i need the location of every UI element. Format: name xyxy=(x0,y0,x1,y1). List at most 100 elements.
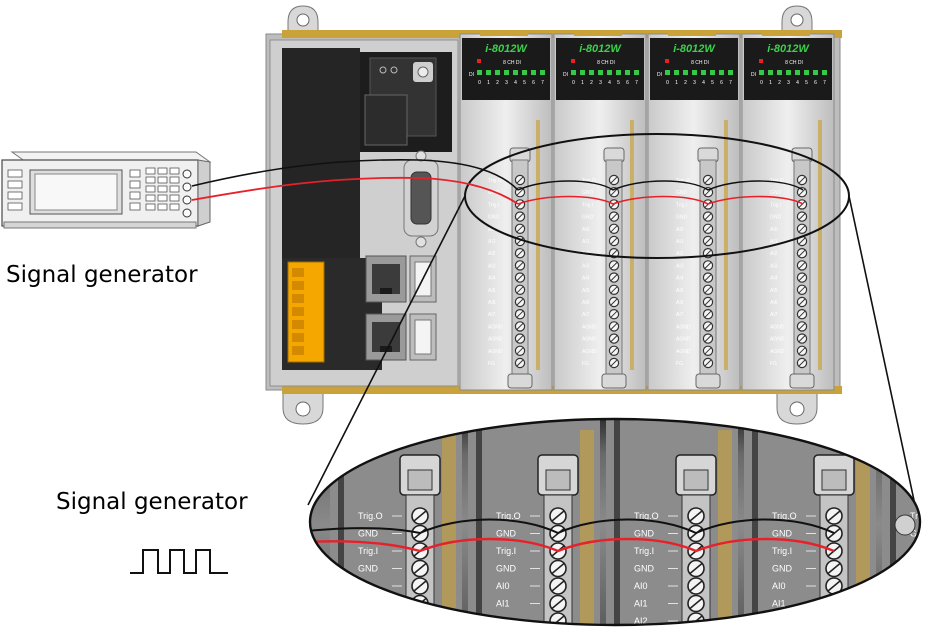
terminal-label: AI6 xyxy=(488,300,496,306)
di-led xyxy=(674,70,679,75)
di-led xyxy=(822,70,827,75)
zoom-terminal-label: Trig.I xyxy=(496,546,516,556)
di-led xyxy=(513,70,518,75)
zoom-terminal-screw xyxy=(411,612,429,625)
terminal-label: AGND xyxy=(770,337,785,343)
module-title: i-8012W xyxy=(673,43,716,55)
terminal-label: AI6 xyxy=(582,300,590,306)
zoom-terminal-label: Trig.I xyxy=(910,546,926,556)
ground-cable xyxy=(191,158,519,191)
terminal-label: AI7 xyxy=(488,312,496,318)
di-led xyxy=(692,70,697,75)
zoom-terminal-label: AI0 xyxy=(772,581,786,591)
status-led xyxy=(477,59,481,63)
terminal-label: AGND xyxy=(676,349,691,355)
generator-cables xyxy=(191,158,519,205)
led-side-label: DI xyxy=(657,72,662,78)
terminal-label: Trig.I xyxy=(770,202,781,208)
terminal-label: AI1 xyxy=(676,239,684,245)
terminal-label: AI2 xyxy=(676,251,684,257)
terminal-label: AGND xyxy=(488,337,503,343)
zoom-terminal-label: GND xyxy=(634,564,655,574)
zoom-terminal-label: GND xyxy=(772,529,793,539)
di-led xyxy=(486,70,491,75)
led-number: 4 xyxy=(702,80,705,86)
led-number: 5 xyxy=(711,80,714,86)
status-led xyxy=(665,59,669,63)
di-led xyxy=(495,70,500,75)
zoom-terminal-label: Trig.I xyxy=(772,546,792,556)
terminal-label: AI0 xyxy=(488,227,496,233)
terminal-label: AI1 xyxy=(770,239,778,245)
led-number: 5 xyxy=(523,80,526,86)
di-led xyxy=(701,70,706,75)
led-number: 1 xyxy=(487,80,490,86)
zoom-terminal-label: AI0 xyxy=(634,581,648,591)
terminal-label: GND xyxy=(676,215,688,221)
terminal-label: Trig.O xyxy=(676,178,690,184)
terminal-label: FG xyxy=(770,361,777,367)
signal-generator xyxy=(1,151,212,229)
terminal-label: AI2 xyxy=(488,251,496,257)
di-led xyxy=(531,70,536,75)
terminal-label: AI2 xyxy=(770,251,778,257)
power-connector xyxy=(287,261,325,363)
led-number: 5 xyxy=(805,80,808,86)
terminal-label: AI1 xyxy=(582,239,590,245)
led-header: 8 CH DI xyxy=(597,60,615,66)
led-number: 5 xyxy=(617,80,620,86)
terminal-label: AI1 xyxy=(488,239,496,245)
terminal-label: AGND xyxy=(488,349,503,355)
led-number: 4 xyxy=(796,80,799,86)
zoom-terminal-label: GND xyxy=(910,564,926,574)
terminal-label: AI7 xyxy=(676,312,684,318)
led-side-label: DI xyxy=(469,72,474,78)
vga-port xyxy=(403,150,439,248)
trigger-daisy-chain-top xyxy=(517,180,804,205)
terminal-label: AI0 xyxy=(676,227,684,233)
di-led xyxy=(768,70,773,75)
di-led xyxy=(759,70,764,75)
generator-output-jacks xyxy=(182,169,192,218)
trigger-daisy-chain-zoom xyxy=(310,518,835,553)
terminal-label: GND xyxy=(770,190,782,196)
di-led xyxy=(504,70,509,75)
zoom-terminal-label: AI1 xyxy=(634,599,648,609)
terminal-label: AI4 xyxy=(770,276,778,282)
led-number: 7 xyxy=(541,80,544,86)
terminal-label: AI4 xyxy=(488,276,496,282)
led-side-label: DI xyxy=(751,72,756,78)
zoom-terminal-label: GND xyxy=(910,529,926,539)
terminal-label: AI7 xyxy=(770,312,778,318)
zoom-terminal-label: Trig.O xyxy=(496,511,521,521)
di-led xyxy=(616,70,621,75)
ethernet-port-1 xyxy=(365,255,407,303)
terminal-label: AI7 xyxy=(582,312,590,318)
terminal-label: GND xyxy=(488,215,500,221)
terminal-label: AI3 xyxy=(676,263,684,269)
mounting-ear-top-right xyxy=(781,5,813,37)
terminal-label: GND xyxy=(582,190,594,196)
led-number: 2 xyxy=(590,80,593,86)
led-number: 3 xyxy=(505,80,508,86)
zoom-terminal-label: AI2 xyxy=(634,616,648,626)
led-number: 6 xyxy=(814,80,817,86)
terminal-label: AGND xyxy=(582,324,597,330)
terminal-label: AGND xyxy=(582,349,597,355)
terminal-label: FG xyxy=(582,361,589,367)
terminal-label: AI5 xyxy=(582,288,590,294)
terminal-label: AGND xyxy=(770,324,785,330)
di-led xyxy=(795,70,800,75)
terminal-label: Trig.I xyxy=(676,202,687,208)
zoom-terminal-label: AI1 xyxy=(496,599,510,609)
status-led xyxy=(571,59,575,63)
zoom-terminal-screw xyxy=(825,594,843,613)
terminal-label: AI5 xyxy=(676,288,684,294)
led-number: 7 xyxy=(729,80,732,86)
led-number: 0 xyxy=(760,80,763,86)
led-number: 2 xyxy=(778,80,781,86)
